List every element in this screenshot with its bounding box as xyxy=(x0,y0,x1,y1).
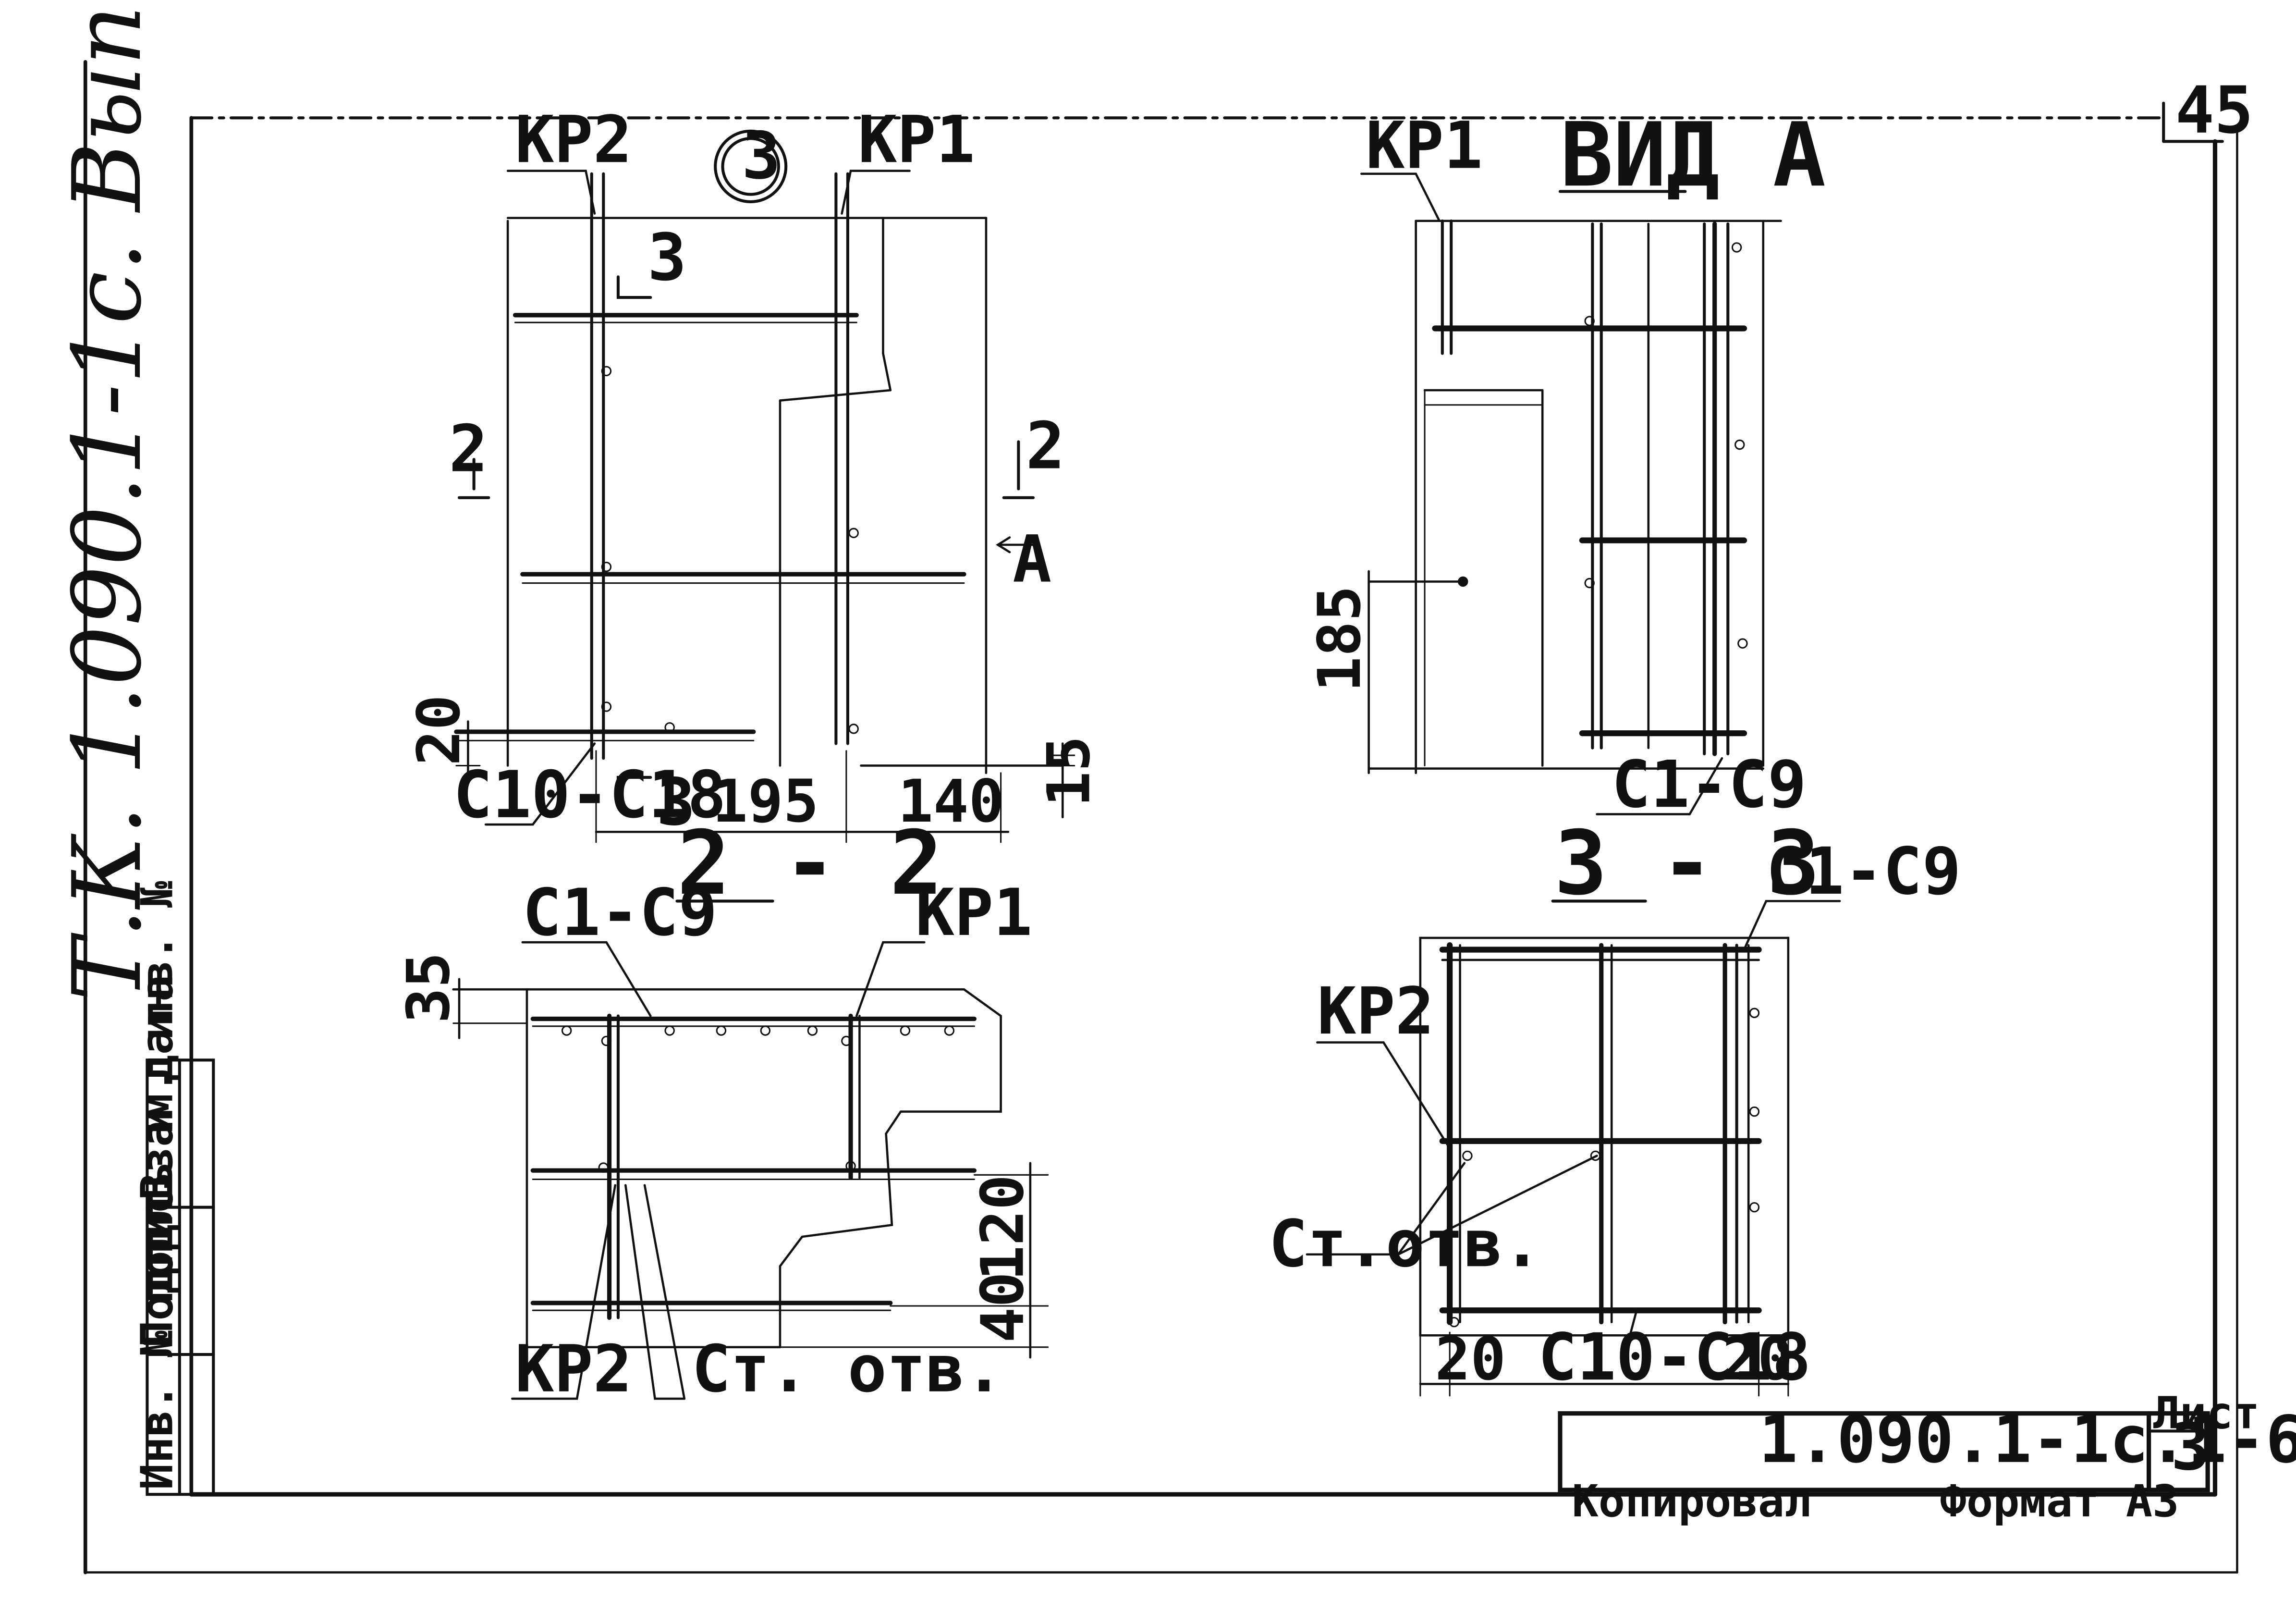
sec33-holes: Ст.отв. xyxy=(1269,1206,1541,1281)
sec22-holes: Ст. отв. xyxy=(692,1331,1003,1407)
label-bars-c10-c18: С10-С18 xyxy=(453,757,726,833)
view-a-bars: С1-С9 xyxy=(1612,747,1807,822)
sec33-bars-c1-c9: С1-С9 xyxy=(1766,834,1961,909)
sec33-bars-c10-c18: С10-С18 xyxy=(1538,1319,1811,1395)
cut-3-bottom: 3 xyxy=(657,764,696,840)
sec33-dim-right: 20 xyxy=(1722,1325,1793,1393)
callout-number: 3 xyxy=(742,118,781,194)
sec33-dim-left: 20 xyxy=(1435,1325,1506,1393)
section-3-3 xyxy=(1306,899,1841,1397)
dim-195: 195 xyxy=(712,767,818,836)
view-arrow-a: А xyxy=(1013,521,1051,597)
dim-15: 15 xyxy=(1034,736,1103,807)
dim-140: 140 xyxy=(898,767,1004,836)
label-kr2: КР2 xyxy=(515,102,632,177)
view-a-kr1: КР1 xyxy=(1366,108,1483,183)
title-block xyxy=(1558,1411,2210,1492)
section-2-2 xyxy=(452,899,1049,1400)
sheet-frame xyxy=(83,60,2238,1575)
drawing-code: 1.090.1-1с.1-6 ДВ xyxy=(1759,1402,2296,1477)
stamp-replaced: Взам. инв. № xyxy=(132,881,183,1200)
sec22-bars-c1-c9: С1-С9 xyxy=(523,875,718,950)
label-kr1: КР1 xyxy=(858,102,975,177)
dim-20: 20 xyxy=(404,695,473,766)
format-label: Формат А3 xyxy=(1940,1476,2179,1527)
side-stamp: Т.К. 1.090.1-1с. Вып 1-б. xyxy=(53,0,162,1001)
cut-2-left: 2 xyxy=(449,411,488,487)
page-number: 45 xyxy=(2175,73,2253,148)
stamp-sign-date: Подпись и дата xyxy=(131,975,183,1347)
sheet-number: 3 xyxy=(2171,1409,2210,1485)
main-view xyxy=(454,129,1075,843)
section-3-3-title: 3 - 3 xyxy=(1554,812,1820,915)
view-a xyxy=(1360,172,1782,815)
dim-35: 35 xyxy=(394,952,463,1023)
view-a-title: ВИД А xyxy=(1560,104,1826,207)
sheet-label: Лист xyxy=(2153,1387,2259,1439)
left-stamp-strip xyxy=(146,1058,215,1496)
copied-by: Копировал xyxy=(1572,1476,1811,1527)
dim-185: 185 xyxy=(1305,586,1374,692)
dim-40: 40 xyxy=(968,1272,1037,1343)
section-2-2-title: 2 - 2 xyxy=(677,812,942,915)
cut-2-right: 2 xyxy=(1026,408,1065,484)
sec33-kr2: КР2 xyxy=(1317,973,1434,1049)
cut-3-top: 3 xyxy=(647,220,686,295)
stamp-inv-no: Инв. № подл. xyxy=(132,1171,183,1490)
dim-120: 120 xyxy=(968,1175,1037,1281)
sec22-kr2: КР2 xyxy=(515,1331,632,1407)
sec22-kr1: КР1 xyxy=(916,875,1033,950)
